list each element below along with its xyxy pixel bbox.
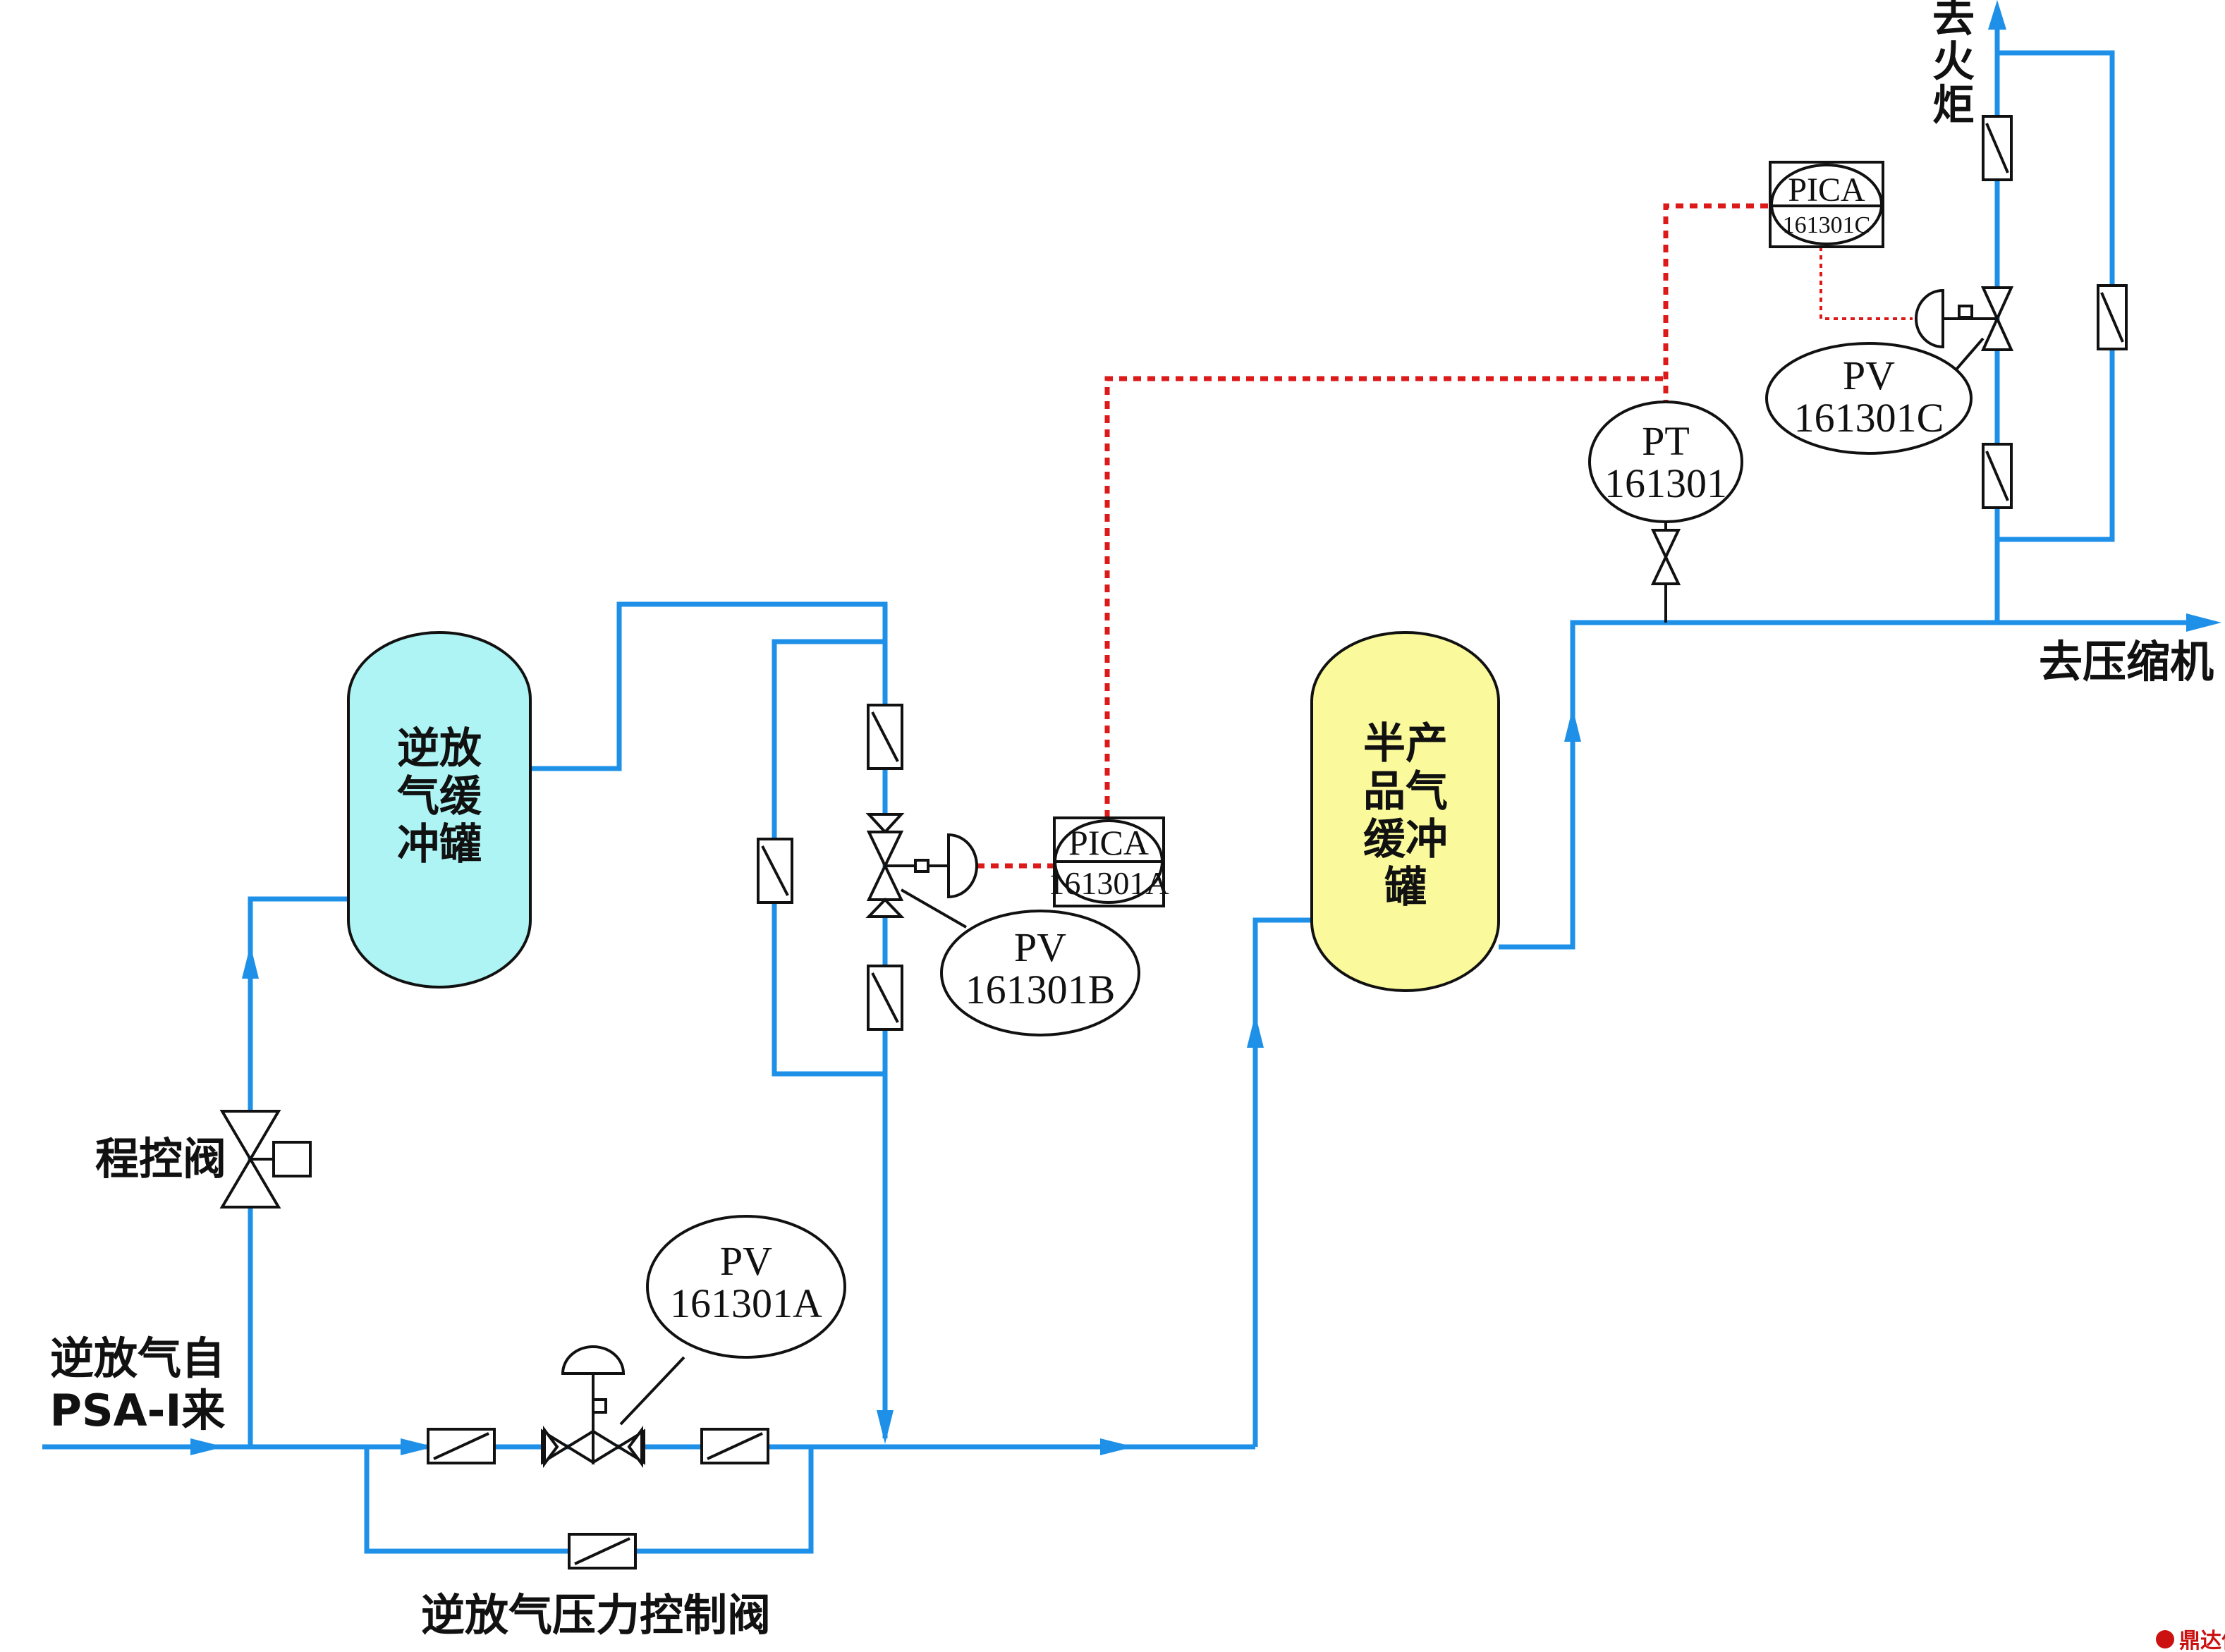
svg-text:161301: 161301 — [1604, 460, 1727, 506]
pv-a-control-valve — [541, 1345, 685, 1468]
signal-pica-c-to-pv-c — [1819, 247, 1913, 320]
pv-b-positioner — [914, 859, 929, 873]
flare-block-valve-bypass — [2097, 284, 2128, 350]
signal-pt-to-pica-c — [1663, 203, 1770, 422]
signal-pica-a-to-pt — [1104, 376, 1666, 818]
program-valve — [221, 1110, 312, 1209]
buffer-tank-label-2: 气缓 — [397, 772, 482, 821]
buffer-tank-inlet-pipe — [248, 896, 348, 1447]
flare-block-valve-lower — [1982, 443, 2013, 509]
pv-b-leader — [901, 888, 967, 929]
arrow-down-to-main — [877, 1410, 894, 1444]
to-flare-label-2: 火 — [1932, 37, 1975, 87]
signal-lines — [977, 203, 1913, 869]
to-flare-label-1: 去 — [1932, 0, 1975, 42]
pv-a-leader — [619, 1356, 685, 1426]
svg-text:PICA: PICA — [1788, 171, 1865, 209]
pica-c-instrument: PICA 161301C — [1769, 161, 1884, 248]
svg-text:PV: PV — [1014, 924, 1066, 970]
svg-text:PICA: PICA — [1068, 823, 1149, 862]
arrow-semi-inlet-up — [1247, 1014, 1264, 1048]
svg-text:161301C: 161301C — [1783, 212, 1871, 238]
arrow-inlet — [190, 1438, 224, 1455]
svg-text:161301A: 161301A — [1048, 865, 1169, 901]
block-valve-bypass — [568, 1533, 637, 1570]
block-valve-left — [427, 1428, 496, 1464]
arrow-main-2 — [1100, 1438, 1134, 1455]
svg-text:161301A: 161301A — [670, 1280, 822, 1326]
flare-bypass-pipe — [1997, 50, 2115, 542]
semi-tank-label-3: 缓冲 — [1363, 815, 1448, 864]
semi-tank-label-1: 半产 — [1363, 719, 1448, 769]
semi-tank-shell — [1310, 631, 1500, 992]
block-valve-lower — [867, 965, 903, 1031]
pt-bubble: PT 161301 — [1588, 400, 1743, 523]
flow-arrows — [190, 0, 2221, 1455]
pv-c-diaphragm — [1915, 288, 1944, 349]
main-line-block-valves — [427, 1428, 769, 1570]
pv-b-control-valve — [865, 813, 978, 929]
pv-b-block-valves — [757, 704, 903, 1031]
buffer-tank-label-1: 逆放 — [397, 724, 482, 773]
semi-product-tank: 半产 品气 缓冲 罐 — [1310, 631, 1500, 992]
pv-c-positioner — [1958, 305, 1973, 319]
arrow-semi-outlet-up — [1564, 708, 1581, 742]
pressure-control-valve-label: 逆放气压力控制阀 — [421, 1589, 771, 1641]
pv-b-diaphragm — [947, 833, 978, 899]
program-valve-actuator — [272, 1141, 312, 1177]
buffer-tank-shell — [347, 631, 532, 989]
watermark-icon — [2156, 1630, 2174, 1648]
pv-a-bubble: PV 161301A — [646, 1215, 846, 1359]
arrow-to-compressor — [2186, 613, 2221, 632]
flare-block-valve-upper — [1982, 115, 2013, 181]
buffer-tank: 逆放 气缓 冲罐 — [347, 631, 532, 989]
block-valve-bypass-b — [757, 838, 793, 904]
arrow-main-1 — [401, 1438, 434, 1455]
watermark: 鼎达信 — [2156, 1629, 2225, 1652]
buffer-tank-label-3: 冲罐 — [397, 820, 482, 869]
inlet-label-line2: PSA-I来 — [50, 1385, 226, 1436]
arrow-to-flare — [1988, 0, 2006, 30]
semi-tank-inlet-pipe — [1252, 917, 1312, 1447]
svg-text:161301B: 161301B — [965, 967, 1116, 1012]
pica-a-instrument: PICA 161301A — [1048, 816, 1169, 907]
semi-tank-outlet-pipe — [1499, 620, 2193, 950]
pt-root-valve — [1650, 529, 1681, 585]
to-flare-label-3: 炬 — [1932, 81, 1975, 130]
block-valve-upper — [867, 704, 903, 770]
pv-b-bubble: PV 161301B — [940, 910, 1140, 1036]
svg-text:161301C: 161301C — [1794, 395, 1944, 441]
inlet-label-line1: 逆放气自 — [50, 1333, 225, 1384]
svg-text:PT: PT — [1642, 418, 1690, 464]
semi-tank-label-2: 品气 — [1363, 767, 1448, 816]
svg-text:PV: PV — [720, 1238, 772, 1284]
pv-a-diaphragm — [561, 1345, 626, 1375]
svg-text:PV: PV — [1843, 353, 1895, 398]
program-valve-label: 程控阀 — [95, 1133, 226, 1185]
pv-c-bubble: PV 161301C — [1765, 342, 1973, 455]
pv-a-positioner — [592, 1398, 607, 1414]
to-compressor-label: 去压缩机 — [2039, 636, 2214, 687]
arrow-riser-up — [242, 945, 259, 979]
flare-block-valves — [1982, 115, 2128, 509]
block-valve-right — [700, 1428, 769, 1464]
semi-tank-label-4: 罐 — [1384, 863, 1427, 912]
watermark-text: 鼎达信 — [2179, 1629, 2225, 1652]
